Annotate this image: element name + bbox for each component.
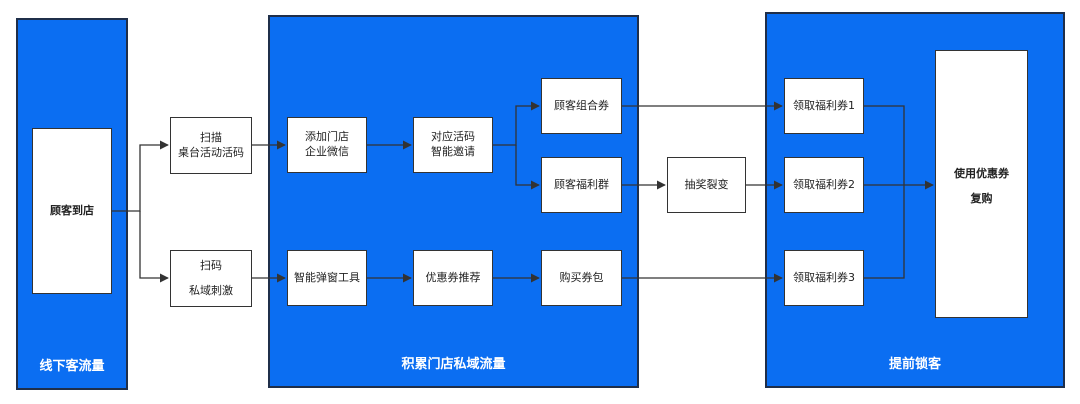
node-add-wecom-line1: 添加门店 [305,130,349,144]
node-customer-arrive: 顾客到店 [32,128,112,294]
node-claim-coupon-3-label: 领取福利券3 [793,270,855,284]
panel-accumulate-title: 积累门店私域流量 [401,357,506,372]
node-use-coupon: 使用优惠券 复购 [935,50,1028,318]
node-lottery-fission-label: 抽奖裂变 [684,177,729,191]
edge-arrive-to-scan-private [139,211,169,283]
node-coupon-recommend-label: 优惠券推荐 [425,270,481,284]
node-welfare-group: 顾客福利群 [541,157,622,213]
node-lottery-fission: 抽奖裂变 [667,157,746,213]
node-scan-table-line2: 桌台活动活码 [178,145,244,159]
node-popup-tool-label: 智能弹窗工具 [294,270,360,284]
node-scan-private-line1: 扫码 [200,258,222,272]
node-add-wecom: 添加门店 企业微信 [287,117,367,173]
node-claim-coupon-2-label: 领取福利券2 [793,177,855,191]
node-claim-coupon-3: 领取福利券3 [784,250,864,306]
node-claim-coupon-2: 领取福利券2 [784,157,864,213]
node-smart-invite-line1: 对应活码 [431,130,475,144]
node-add-wecom-line2: 企业微信 [305,145,349,158]
node-scan-private-line2: 私域刺激 [189,283,233,297]
panel-lock-title: 提前锁客 [888,357,941,372]
node-popup-tool: 智能弹窗工具 [287,250,367,306]
node-welfare-group-label: 顾客福利群 [554,177,609,191]
node-claim-coupon-1-label: 领取福利券1 [793,98,855,112]
node-use-coupon-line2: 复购 [970,191,993,205]
node-combo-coupon-label: 顾客组合券 [554,98,609,112]
panel-offline-traffic-title: 线下客流量 [39,359,105,374]
node-coupon-recommend: 优惠券推荐 [413,250,493,306]
node-smart-invite-line2: 智能邀请 [431,145,475,158]
node-customer-arrive-label: 顾客到店 [50,203,94,217]
node-use-coupon-line1: 使用优惠券 [954,167,1009,180]
node-claim-coupon-1: 领取福利券1 [784,78,864,134]
node-scan-table-line1: 扫描 [200,130,222,144]
node-buy-coupon-pack: 购买券包 [541,250,622,306]
node-buy-coupon-pack-label: 购买券包 [559,270,604,284]
node-smart-invite: 对应活码 智能邀请 [413,117,493,173]
node-scan-table-code: 扫描 桌台活动活码 [170,117,252,174]
node-scan-private: 扫码 私域刺激 [170,250,252,307]
node-combo-coupon: 顾客组合券 [541,78,622,134]
